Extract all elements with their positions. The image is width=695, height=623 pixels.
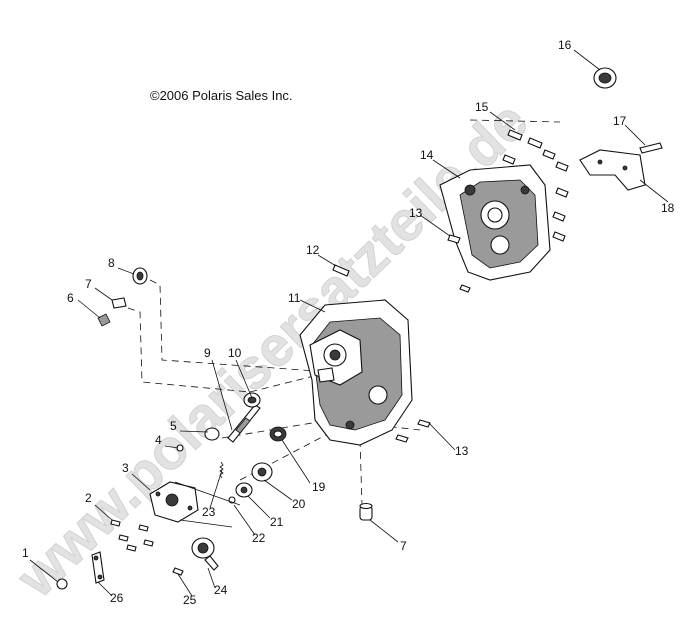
callout-18: 18 <box>661 201 675 215</box>
seal-part <box>132 267 148 285</box>
pump-part <box>149 481 241 528</box>
gear-part <box>243 392 261 408</box>
transmission-case-part <box>299 299 413 446</box>
gear-stack-part <box>228 426 287 504</box>
dowel-part <box>395 434 409 443</box>
bolt-part <box>172 567 184 576</box>
washer-part <box>204 427 220 441</box>
callout-8: 8 <box>108 256 115 270</box>
callout-15: 15 <box>475 100 489 114</box>
shaft-part <box>227 404 261 443</box>
callout-2: 2 <box>85 491 92 505</box>
callout-20: 20 <box>292 497 306 511</box>
callout-16: 16 <box>558 38 572 52</box>
callout-5: 5 <box>170 419 177 433</box>
copyright-text: ©2006 Polaris Sales Inc. <box>150 88 293 103</box>
link-part <box>91 551 105 584</box>
bracket-part <box>579 142 663 191</box>
callout-3: 3 <box>122 461 129 475</box>
pin-part <box>332 264 350 277</box>
callout-19: 19 <box>312 480 326 494</box>
callout-17: 17 <box>613 114 627 128</box>
pump-bolts <box>110 519 154 552</box>
callout-13b: 13 <box>455 444 469 458</box>
callout-13a: 13 <box>409 206 423 220</box>
callout-9: 9 <box>204 346 211 360</box>
screen-part <box>97 313 111 327</box>
leader-lines <box>29 49 669 597</box>
watermark: www.polarisersatzteile.de <box>4 89 540 609</box>
callout-24: 24 <box>214 583 228 597</box>
callout-14: 14 <box>420 148 434 162</box>
seal-part <box>593 67 617 89</box>
callout-7: 7 <box>85 277 92 291</box>
callout-22: 22 <box>252 531 266 545</box>
cover-bolts <box>447 129 569 293</box>
callout-21: 21 <box>270 515 284 529</box>
callout-11: 11 <box>288 291 301 305</box>
callout-23: 23 <box>202 505 216 519</box>
callout-4: 4 <box>155 433 162 447</box>
idler-part <box>191 537 219 571</box>
callout-7b: 7 <box>400 539 407 553</box>
callout-10: 10 <box>228 346 242 360</box>
callout-12: 12 <box>306 243 320 257</box>
right-cover-part <box>439 164 551 281</box>
callout-numbers: 1 2 3 4 5 6 7 8 9 10 11 12 13 13 14 15 1… <box>22 38 675 607</box>
plug-part <box>359 502 373 521</box>
dowel-part <box>417 419 431 428</box>
callout-1: 1 <box>22 546 29 560</box>
nut-part <box>56 578 68 590</box>
callout-6: 6 <box>67 291 74 305</box>
fitting-part <box>111 297 127 309</box>
callout-26: 26 <box>110 591 124 605</box>
callout-25: 25 <box>183 593 197 607</box>
